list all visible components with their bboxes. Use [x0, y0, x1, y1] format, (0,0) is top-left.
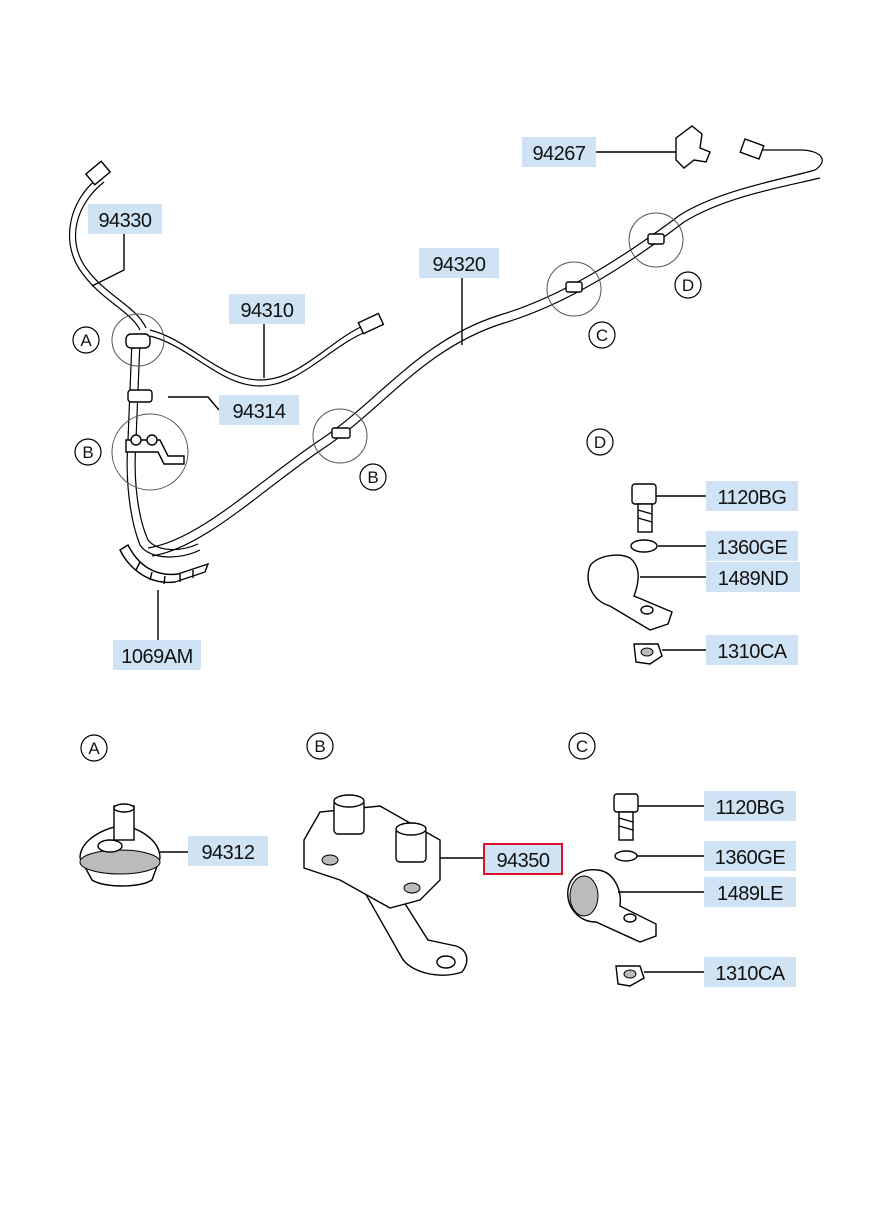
part-label-c-1489LE[interactable]: 1489LE [704, 877, 796, 907]
part-label-c-1120BG[interactable]: 1120BG [704, 791, 796, 821]
svg-text:1310CA: 1310CA [717, 641, 787, 663]
part-label-94350[interactable]: 94350 [483, 843, 563, 875]
callout-b-top-hose: B [359, 463, 387, 491]
svg-text:94330: 94330 [98, 210, 151, 232]
part-label-94310[interactable]: 94310 [229, 294, 305, 324]
svg-text:A: A [88, 739, 100, 758]
svg-text:1489ND: 1489ND [718, 568, 788, 590]
leader-lines-top [91, 151, 676, 640]
detail-d-parts [587, 483, 673, 665]
part-label-94312[interactable]: 94312 [188, 836, 268, 866]
svg-text:C: C [576, 737, 588, 756]
svg-text:D: D [594, 433, 606, 452]
part-label-1069AM[interactable]: 1069AM [113, 640, 201, 670]
svg-text:B: B [82, 443, 93, 462]
svg-text:1360GE: 1360GE [717, 537, 788, 559]
svg-text:94312: 94312 [201, 842, 254, 864]
part-label-c-1310CA[interactable]: 1310CA [704, 957, 796, 987]
hose-94320 [147, 169, 816, 549]
svg-text:1310CA: 1310CA [715, 963, 785, 985]
highlight-box-94350 [483, 843, 563, 875]
part-label-c-1360GE[interactable]: 1360GE [704, 841, 796, 871]
callout-d-top: D [674, 271, 702, 299]
callout-c-detail: C [568, 732, 596, 760]
svg-text:94314: 94314 [232, 401, 285, 423]
hose-94330 [68, 177, 141, 331]
callout-b-detail: B [306, 732, 334, 760]
part-label-94314[interactable]: 94314 [219, 395, 299, 425]
part-label-d-1120BG[interactable]: 1120BG [706, 481, 798, 511]
svg-text:94310: 94310 [240, 300, 293, 322]
svg-text:C: C [596, 326, 608, 345]
hose-assembly-drawing [68, 125, 823, 585]
detail-b-part-94350 [303, 794, 468, 976]
svg-text:D: D [682, 276, 694, 295]
part-label-94267[interactable]: 94267 [522, 137, 596, 167]
svg-text:B: B [314, 737, 325, 756]
svg-text:1120BG: 1120BG [716, 797, 785, 819]
hose-94310 [149, 324, 366, 381]
svg-text:94320: 94320 [432, 254, 485, 276]
part-label-94320[interactable]: 94320 [419, 248, 499, 278]
detail-circle-a [111, 313, 165, 367]
svg-text:94267: 94267 [532, 143, 585, 165]
part-label-d-1360GE[interactable]: 1360GE [706, 531, 798, 561]
sleeve-1069AM [119, 543, 210, 584]
detail-circle-b-left [111, 413, 189, 491]
connector-94267 [675, 125, 711, 169]
callout-b-top-left: B [74, 438, 102, 466]
callout-a-detail: A [80, 734, 108, 762]
leader-lines-detail-d [640, 495, 708, 651]
svg-text:94350: 94350 [496, 850, 549, 872]
detail-c-parts [567, 793, 657, 987]
detail-a-part-94312 [79, 803, 161, 887]
leader-lines-detail-c [618, 805, 704, 973]
callout-d-detail: D [586, 428, 614, 456]
svg-text:B: B [367, 468, 378, 487]
detail-circle-c [546, 261, 602, 317]
callout-a-top: A [72, 326, 100, 354]
part-label-94330[interactable]: 94330 [88, 204, 162, 234]
callout-c-top: C [588, 321, 616, 349]
svg-text:1120BG: 1120BG [718, 487, 787, 509]
part-label-d-1310CA[interactable]: 1310CA [706, 635, 798, 665]
part-label-d-1489ND[interactable]: 1489ND [706, 562, 800, 592]
detail-circle-b-hose [312, 408, 368, 464]
svg-text:1489LE: 1489LE [717, 883, 783, 905]
detail-circle-d [628, 212, 684, 268]
svg-text:1069AM: 1069AM [121, 646, 193, 668]
svg-text:1360GE: 1360GE [715, 847, 786, 869]
svg-text:A: A [80, 331, 92, 350]
